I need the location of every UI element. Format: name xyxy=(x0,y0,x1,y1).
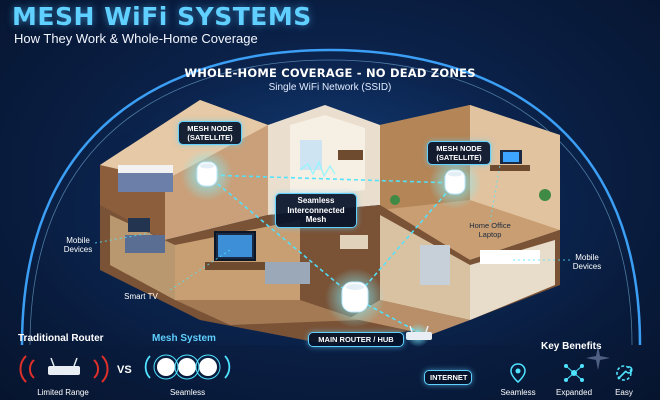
traditional-caption: Limited Range xyxy=(37,388,89,397)
satellite-left-label: MESH NODE (SATELLITE) xyxy=(178,121,242,145)
benefit-label-3: Easy xyxy=(615,388,633,397)
key-benefits-title: Key Benefits xyxy=(541,341,602,352)
internet-label: INTERNET xyxy=(424,370,472,385)
furniture xyxy=(118,140,551,285)
traditional-router-title: Traditional Router xyxy=(18,333,104,344)
mobile-devices-left-label: Mobile Devices xyxy=(63,236,93,255)
mobile-devices-right-label: Mobile Devices xyxy=(572,253,602,272)
modem-icon xyxy=(406,326,432,340)
coverage-heading: WHOLE-HOME COVERAGE - NO DEAD ZONES xyxy=(184,66,476,80)
seamless-mesh-label: Seamless Interconnected Mesh xyxy=(275,193,357,228)
satellite-node-left-icon xyxy=(196,161,218,187)
main-router-label: MAIN ROUTER / HUB xyxy=(308,332,404,347)
satellite-right-label: MESH NODE (SATELLITE) xyxy=(427,141,491,165)
mesh-system-title: Mesh System xyxy=(152,333,216,344)
smart-tv-label: Smart TV xyxy=(124,292,158,301)
traditional-router-icon xyxy=(19,355,109,383)
wrench-gear-icon xyxy=(616,365,633,381)
versus-label: VS xyxy=(117,364,132,376)
mesh-system-icon xyxy=(144,354,231,380)
device-links xyxy=(94,164,570,291)
office-laptop-label: Home Office Laptop xyxy=(469,221,511,239)
benefit-label-1: Seamless xyxy=(500,388,536,397)
network-nodes-icon xyxy=(564,364,584,382)
sparkle-icon xyxy=(586,346,610,370)
benefit-label-2: Expanded xyxy=(555,388,593,397)
coverage-subheading: Single WiFi Network (SSID) xyxy=(268,82,392,93)
mesh-caption: Seamless xyxy=(169,388,206,397)
main-router-node-icon xyxy=(341,281,369,313)
page-title: MESH WiFi SYSTEMS xyxy=(12,2,312,31)
satellite-node-right-icon xyxy=(444,169,466,195)
location-pin-icon xyxy=(510,363,526,383)
page-subtitle: How They Work & Whole-Home Coverage xyxy=(14,31,258,46)
